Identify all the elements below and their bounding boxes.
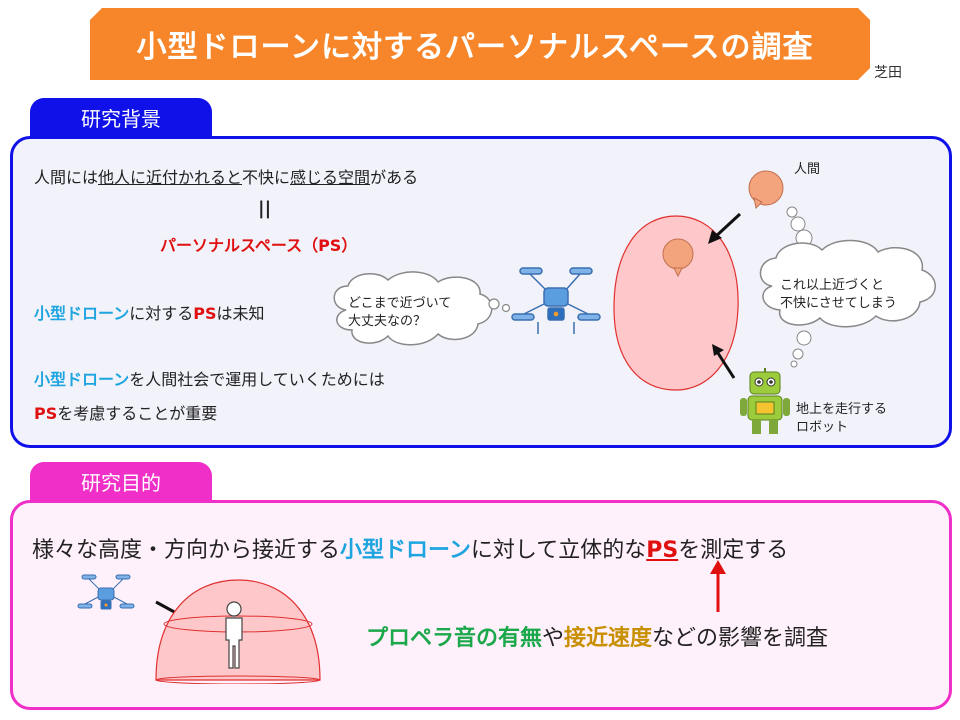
small-drone-icon — [77, 574, 135, 610]
objective-line-1: 様々な高度・方向から接近する小型ドローンに対して立体的なPSを測定する — [32, 538, 789, 563]
background-line-5: PSを考慮することが重要 — [34, 404, 218, 423]
equals-sign: || — [258, 198, 272, 219]
personal-space-area — [613, 215, 739, 391]
robot-label-line-1: 地上を走行する — [796, 402, 888, 417]
human-label: 人間 — [794, 162, 821, 177]
drone-thought-bubble — [333, 271, 511, 346]
author-name: 芝田 — [874, 65, 902, 81]
background-tab: 研究背景 — [30, 98, 212, 136]
robot-icon — [740, 368, 790, 434]
drone-thought-line-1: どこまで近づいて — [348, 296, 452, 311]
up-arrow-icon — [710, 560, 726, 612]
human-icon — [748, 170, 813, 247]
ps-term: パーソナルスペース（PS） — [160, 236, 358, 255]
page-title: 小型ドローンに対するパーソナルスペースの調査 — [136, 30, 814, 65]
arrow-icon — [712, 344, 736, 379]
human-thought-line-1: これ以上近づくと — [780, 278, 885, 293]
objective-line-2: プロペラ音の有無や接近速度などの影響を調査 — [366, 626, 829, 651]
arrow-icon — [708, 212, 742, 244]
background-line-4: 小型ドローンを人間社会で運用していくためには — [34, 370, 385, 389]
background-line-1: 人間には他人に近付かれると不快に感じる空間がある — [34, 168, 419, 187]
person-icon — [225, 601, 243, 669]
title-banner — [90, 8, 870, 80]
robot-label-line-2: ロボット — [796, 420, 849, 435]
drone-icon — [511, 267, 601, 334]
human-thought-line-2: 不快にさせてしまう — [780, 296, 897, 311]
objective-tab: 研究目的 — [30, 462, 212, 500]
human-thought-bubble — [759, 239, 936, 328]
drone-thought-line-2: 大丈夫なの？ — [348, 314, 427, 329]
thought-dots-icon — [790, 330, 812, 368]
background-line-3: 小型ドローンに対するPSは未知 — [34, 304, 265, 323]
